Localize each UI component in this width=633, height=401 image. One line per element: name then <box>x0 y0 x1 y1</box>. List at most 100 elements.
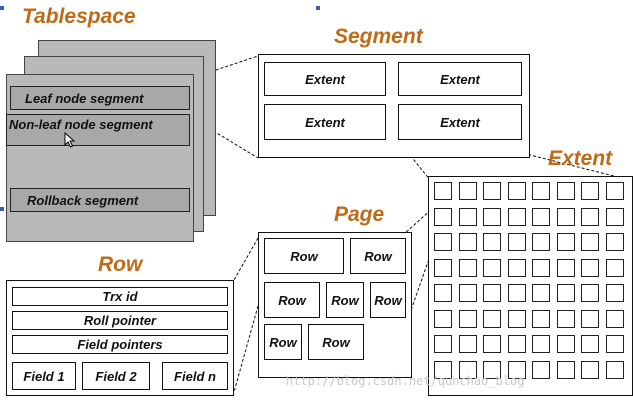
extent-page-cell <box>581 360 599 379</box>
mouse-cursor-icon <box>64 132 76 148</box>
tablespace-segment-leaf-label: Leaf node segment <box>25 91 144 106</box>
extent-page-cell <box>581 207 599 226</box>
extent-page-cell <box>458 360 477 379</box>
extent-title: Extent <box>548 147 613 170</box>
extent-page-cell <box>507 360 526 379</box>
extent-page-cell <box>605 360 624 379</box>
extent-page-cell <box>507 258 526 277</box>
extent-page-cell <box>605 284 624 302</box>
segment-extent-3: Extent <box>264 104 386 140</box>
connector-page-row-bottom <box>233 305 259 393</box>
row-field-field-pointers: Field pointers <box>12 335 228 354</box>
row-field-n: Field n <box>162 362 228 390</box>
extent-page-cell <box>458 233 477 251</box>
extent-page-cell <box>556 207 575 226</box>
extent-page-cell <box>458 207 477 226</box>
extent-page-cell <box>458 284 477 302</box>
page-row-7: Row <box>308 324 364 360</box>
extent-page-cell <box>458 258 477 277</box>
extent-page-cell <box>581 284 599 302</box>
extent-page-cell <box>434 182 452 200</box>
extent-page-cell <box>605 335 624 353</box>
extent-page-cell <box>605 258 624 277</box>
extent-page-cell <box>507 284 526 302</box>
extent-page-cell <box>532 182 550 200</box>
extent-page-cell <box>605 309 624 328</box>
extent-page-cell <box>532 284 550 302</box>
selection-handle-top-right <box>316 6 320 10</box>
extent-page-cell <box>458 182 477 200</box>
extent-page-cell <box>556 284 575 302</box>
tablespace-segment-nonleaf-label: Non-leaf node segment <box>9 117 153 132</box>
extent-page-cell <box>605 233 624 251</box>
row-field-roll-pointer: Roll pointer <box>12 311 228 330</box>
page-title: Page <box>334 203 385 226</box>
extent-page-cell <box>581 233 599 251</box>
page-row-6: Row <box>264 324 302 360</box>
extent-page-cell <box>556 258 575 277</box>
row-field-1: Field 1 <box>12 362 76 390</box>
extent-page-cell <box>532 233 550 251</box>
connector-extent-page-top <box>403 199 443 235</box>
segment-title: Segment <box>334 25 423 48</box>
tablespace-segment-rollback-label: Rollback segment <box>27 193 139 208</box>
extent-page-cell <box>434 258 452 277</box>
extent-page-cell <box>605 182 624 200</box>
tablespace-segment-nonleaf: Non-leaf node segment <box>6 114 190 146</box>
extent-page-cell <box>556 309 575 328</box>
selection-handle-top-left <box>0 6 4 10</box>
extent-page-cell <box>483 258 501 277</box>
page-row-3: Row <box>264 282 320 318</box>
extent-page-cell <box>507 335 526 353</box>
extent-page-cell <box>458 309 477 328</box>
extent-page-cell <box>581 309 599 328</box>
extent-page-cell <box>556 182 575 200</box>
extent-page-cell <box>532 258 550 277</box>
selection-handle-left-mid <box>0 207 4 211</box>
extent-page-cell <box>434 207 452 226</box>
extent-page-cell <box>458 335 477 353</box>
extent-grid <box>428 176 633 396</box>
extent-page-cell <box>434 309 452 328</box>
extent-page-cell <box>434 360 452 379</box>
extent-page-cell <box>483 233 501 251</box>
extent-page-cell <box>532 335 550 353</box>
extent-page-cell <box>483 182 501 200</box>
segment-extent-1: Extent <box>264 62 386 96</box>
connector-segment-extent-left <box>397 139 431 181</box>
extent-page-cell <box>581 258 599 277</box>
extent-page-cell <box>434 233 452 251</box>
extent-page-cell <box>532 360 550 379</box>
segment-extent-2: Extent <box>398 62 522 96</box>
tablespace-title: Tablespace <box>22 5 136 28</box>
row-field-trx-id: Trx id <box>12 287 228 306</box>
segment-extent-4: Extent <box>398 104 522 140</box>
extent-page-cell <box>434 284 452 302</box>
page-row-4: Row <box>326 282 364 318</box>
watermark: http://blog.csdn.net/qunchao_blog <box>286 374 525 388</box>
extent-page-cell <box>532 207 550 226</box>
row-field-2: Field 2 <box>82 362 150 390</box>
extent-page-cell <box>605 207 624 226</box>
row-title: Row <box>98 253 143 276</box>
tablespace-segment-leaf: Leaf node segment <box>10 86 190 110</box>
page-row-1: Row <box>264 238 344 274</box>
extent-page-cell <box>483 335 501 353</box>
tablespace-segment-rollback: Rollback segment <box>10 188 190 212</box>
extent-page-cell <box>483 207 501 226</box>
extent-page-cell <box>507 233 526 251</box>
extent-page-cell <box>507 309 526 328</box>
extent-page-cell <box>434 335 452 353</box>
extent-page-cell <box>507 182 526 200</box>
extent-page-cell <box>556 233 575 251</box>
extent-page-cell <box>483 360 501 379</box>
extent-page-cell <box>581 335 599 353</box>
extent-page-cell <box>556 335 575 353</box>
connector-page-row-top <box>233 237 259 281</box>
extent-page-cell <box>507 207 526 226</box>
extent-page-cell <box>532 309 550 328</box>
page-row-2: Row <box>350 238 406 274</box>
extent-page-cell <box>556 360 575 379</box>
extent-page-cell <box>581 182 599 200</box>
